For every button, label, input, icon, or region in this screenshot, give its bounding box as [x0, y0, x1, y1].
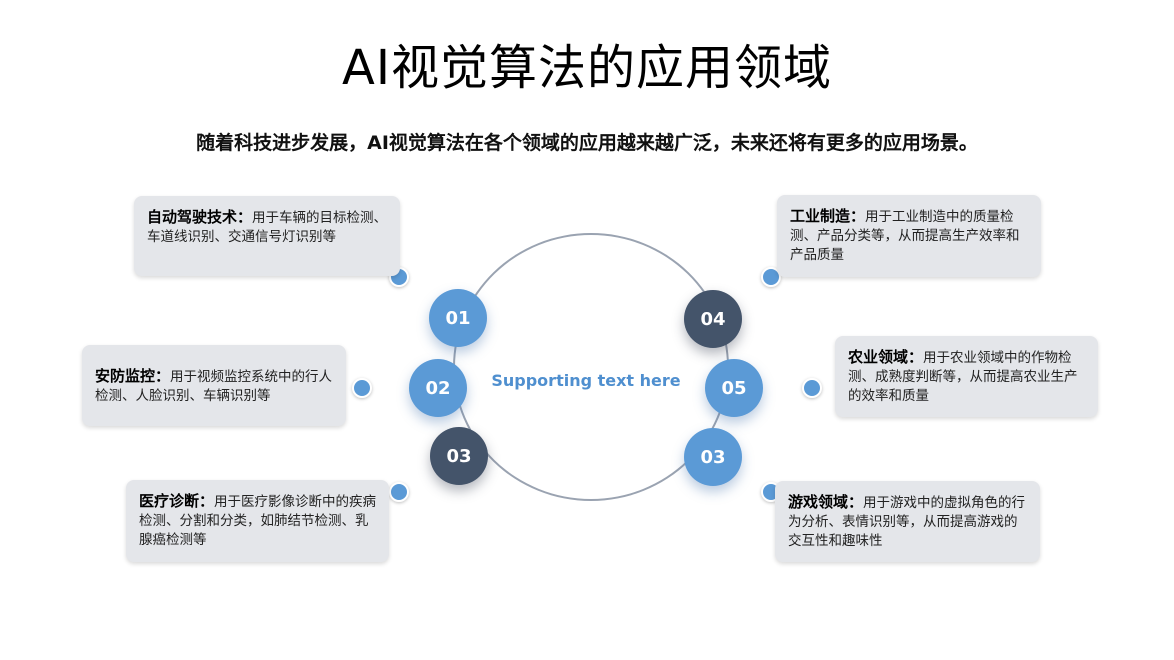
node-04: 04 [684, 290, 742, 348]
connector-dot-agriculture [802, 378, 822, 398]
card-body: 用于医疗影像诊断中的疾病检测、分割和分类，如肺结节检测、乳腺癌检测等 [139, 494, 377, 548]
node-01: 01 [429, 289, 487, 347]
card-body: 用于视频监控系统中的行人检测、人脸识别、车辆识别等 [95, 369, 333, 404]
card-industrial-manufacturing: 工业制造：用于工业制造中的质量检测、产品分类等，从而提高生产效率和产品质量 [777, 195, 1041, 277]
card-body: 用于工业制造中的质量检测、产品分类等，从而提高生产效率和产品质量 [790, 209, 1020, 263]
card-heading: 安防监控： [95, 367, 171, 385]
card-gaming: 游戏领域：用于游戏中的虚拟角色的行为分析、表情识别等，从而提高游戏的交互性和趣味… [775, 481, 1040, 562]
card-body: 用于游戏中的虚拟角色的行为分析、表情识别等，从而提高游戏的交互性和趣味性 [788, 495, 1026, 549]
card-heading: 医疗诊断： [139, 492, 215, 510]
card-agriculture: 农业领域：用于农业领域中的作物检测、成熟度判断等，从而提高农业生产的效率和质量 [835, 336, 1098, 417]
page-title: AI视觉算法的应用领域 [342, 40, 832, 96]
node-02: 02 [409, 359, 467, 417]
card-body: 用于农业领域中的作物检测、成熟度判断等，从而提高农业生产的效率和质量 [848, 350, 1078, 404]
node-03-left: 03 [430, 427, 488, 485]
card-body: 用于车辆的目标检测、车道线识别、交通信号灯识别等 [147, 210, 388, 245]
card-medical-diagnosis: 医疗诊断：用于医疗影像诊断中的疾病检测、分割和分类，如肺结节检测、乳腺癌检测等 [126, 480, 389, 562]
card-security-monitoring: 安防监控：用于视频监控系统中的行人检测、人脸识别、车辆识别等 [82, 345, 346, 426]
card-heading: 自动驾驶技术： [147, 208, 253, 226]
card-heading: 工业制造： [790, 207, 866, 225]
card-autonomous-driving: 自动驾驶技术：用于车辆的目标检测、车道线识别、交通信号灯识别等 [134, 196, 400, 276]
node-05: 05 [705, 359, 763, 417]
node-03-right: 03 [684, 428, 742, 486]
connector-dot-medical [389, 482, 409, 502]
connector-dot-industrial [761, 267, 781, 287]
center-supporting-text: Supporting text here [491, 371, 681, 390]
card-heading: 农业领域： [848, 348, 924, 366]
page-subtitle: 随着科技进步发展，AI视觉算法在各个领域的应用越来越广泛，未来还将有更多的应用场… [196, 132, 978, 154]
connector-dot-security [352, 378, 372, 398]
card-heading: 游戏领域： [788, 493, 864, 511]
